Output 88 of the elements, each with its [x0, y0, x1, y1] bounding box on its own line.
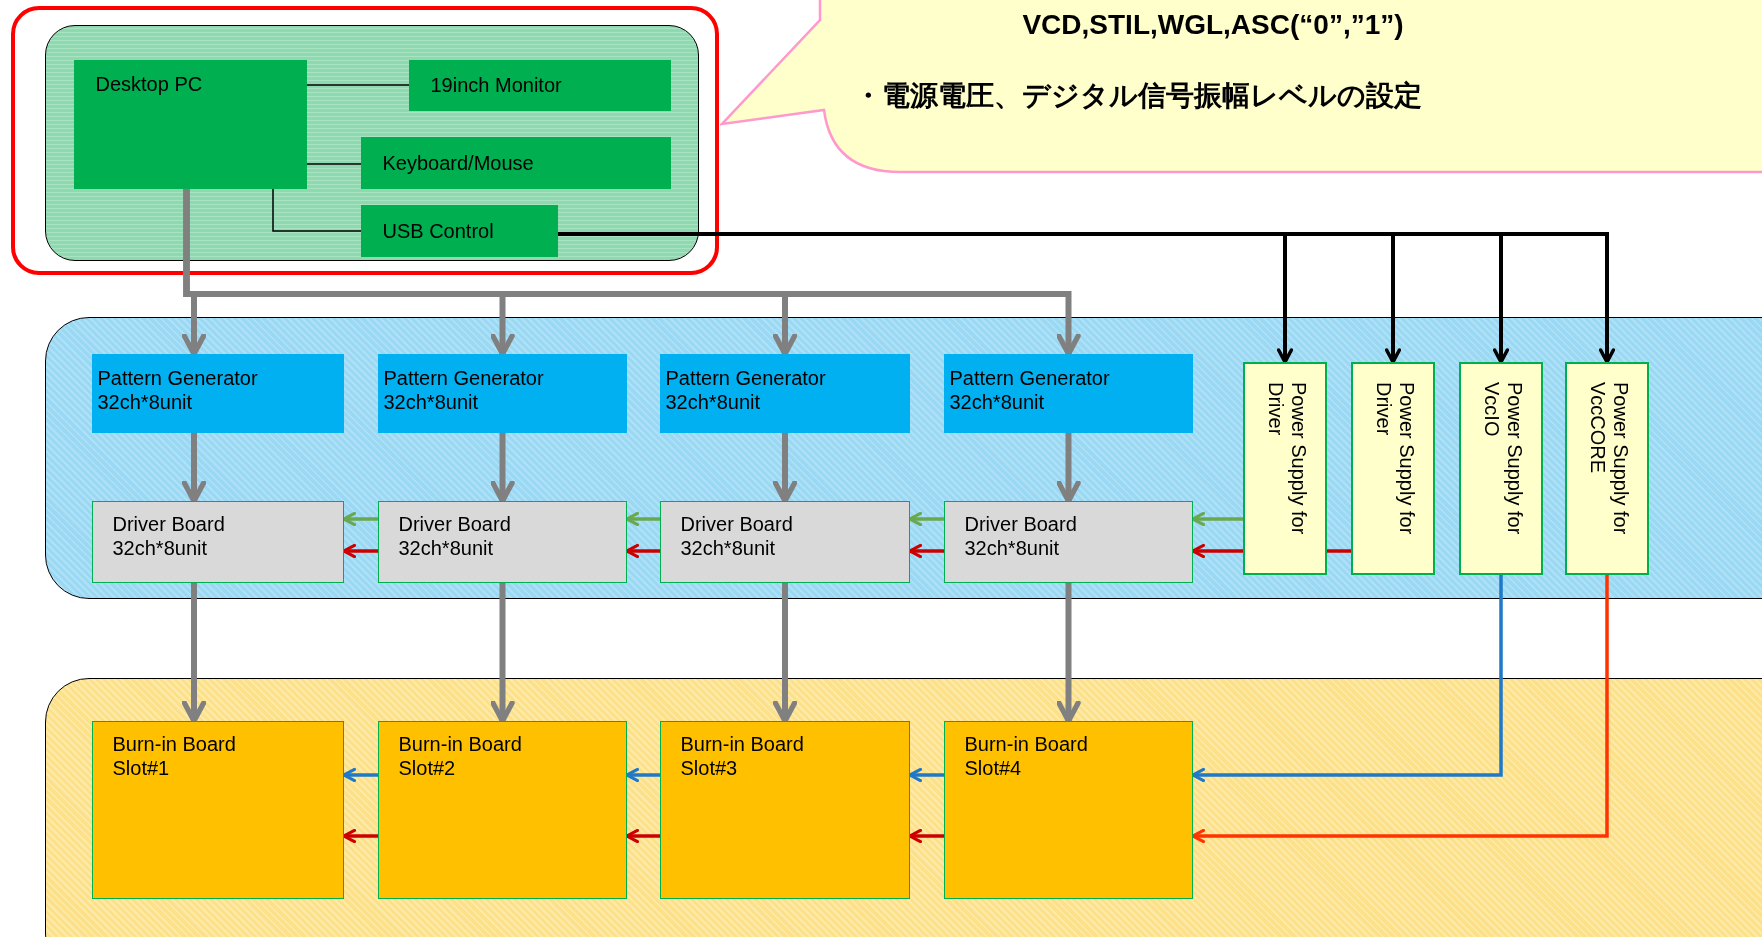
- box-label: 32ch*8unit: [97, 389, 194, 414]
- highlight-frame: [11, 6, 719, 275]
- burn-in-board-box: [659, 720, 910, 899]
- pattern-generator-box: [943, 353, 1193, 433]
- speech-bubble: [720, 0, 1762, 174]
- box-label: Keyboard/Mouse: [382, 150, 534, 175]
- box-label: Driver Board: [964, 511, 1078, 536]
- arrow: [342, 828, 378, 844]
- arrow: [625, 511, 660, 527]
- bubble-text: VCD,STIL,WGL,ASC(“0”,”1”): [1022, 8, 1404, 42]
- tester-panel: [45, 317, 1762, 599]
- connector-line: [306, 163, 362, 165]
- arrow: [908, 543, 944, 559]
- driver-board-box: [943, 500, 1193, 583]
- box-label: Burn-in Board: [398, 731, 523, 756]
- arrow: [1191, 575, 1503, 783]
- arrow: [908, 828, 944, 844]
- power-supply-box: [1458, 361, 1543, 575]
- arrow: [772, 583, 798, 724]
- box-label: 32ch*8unit: [949, 389, 1046, 414]
- box-label: Burn-in Board: [680, 731, 805, 756]
- connector-line: [272, 188, 362, 232]
- arrow: [490, 433, 515, 504]
- box-label: 32ch*8unit: [383, 389, 480, 414]
- pc-box: [73, 59, 307, 189]
- box-label: Power Supply for Driver: [1371, 381, 1418, 536]
- box-label: USB Control: [382, 218, 494, 243]
- box-label: Driver Board: [680, 511, 794, 536]
- burn-in-board-box: [91, 720, 344, 899]
- box-label: Pattern Generator: [949, 365, 1111, 390]
- box-label: Slot#2: [398, 755, 457, 780]
- box-label: 32ch*8unit: [964, 535, 1061, 560]
- box-label: Desktop PC: [95, 71, 204, 96]
- box-label: Burn-in Board: [112, 731, 237, 756]
- power-supply-box: [1242, 361, 1327, 575]
- box-label: Pattern Generator: [97, 365, 259, 390]
- arrow: [772, 433, 798, 504]
- arrow: [1056, 583, 1081, 724]
- box-label: Driver Board: [112, 511, 226, 536]
- pattern-generator-box: [91, 353, 344, 433]
- arrow: [342, 543, 378, 559]
- arrow: [183, 189, 1081, 357]
- arrow: [1191, 575, 1609, 844]
- arrow: [1191, 511, 1243, 527]
- arrow: [625, 828, 660, 844]
- arrow: [908, 767, 944, 783]
- box-label: Power Supply for VccCORE: [1585, 381, 1632, 536]
- power-supply-box: [1350, 361, 1435, 575]
- driver-board-box: [659, 500, 910, 583]
- device-box: [360, 204, 558, 257]
- box-label: 32ch*8unit: [680, 535, 777, 560]
- box-label: Slot#3: [680, 755, 739, 780]
- box-label: 32ch*8unit: [398, 535, 495, 560]
- box-label: Slot#1: [112, 755, 171, 780]
- driver-board-box: [377, 500, 627, 583]
- box-label: Pattern Generator: [665, 365, 827, 390]
- box-label: Burn-in Board: [964, 731, 1089, 756]
- device-box: [408, 59, 671, 111]
- box-label: 32ch*8unit: [112, 535, 209, 560]
- burn-in-board-box: [377, 720, 627, 899]
- arrow: [1191, 543, 1243, 559]
- arrow: [625, 543, 660, 559]
- arrow: [625, 767, 660, 783]
- arrow: [1056, 433, 1081, 504]
- pattern-generator-box: [659, 353, 910, 433]
- box-label: Slot#4: [964, 755, 1023, 780]
- box-label: Driver Board: [398, 511, 512, 536]
- box-label: Power Supply for VccIO: [1479, 381, 1526, 536]
- pattern-generator-box: [377, 353, 627, 433]
- arrow: [181, 433, 207, 504]
- arrow: [342, 767, 378, 783]
- arrow: [490, 583, 515, 724]
- arrow: [908, 511, 944, 527]
- chamber-panel: [45, 678, 1762, 937]
- box-label: Power Supply for Driver: [1263, 381, 1310, 536]
- connector-line: [1327, 549, 1351, 553]
- box-label: 19inch Monitor: [430, 73, 562, 97]
- connector-line: [306, 84, 410, 86]
- arrow: [342, 511, 378, 527]
- box-label: 32ch*8unit: [665, 389, 762, 414]
- power-supply-box: [1564, 361, 1649, 575]
- burn-in-board-box: [943, 720, 1193, 899]
- pc-panel: [45, 25, 699, 261]
- bubble-text: ・電源電圧、デジタル信号振幅レベルの設定: [854, 79, 1422, 113]
- arrow: [181, 583, 207, 724]
- device-box: [360, 136, 671, 189]
- box-label: Pattern Generator: [383, 365, 545, 390]
- driver-board-box: [91, 500, 344, 583]
